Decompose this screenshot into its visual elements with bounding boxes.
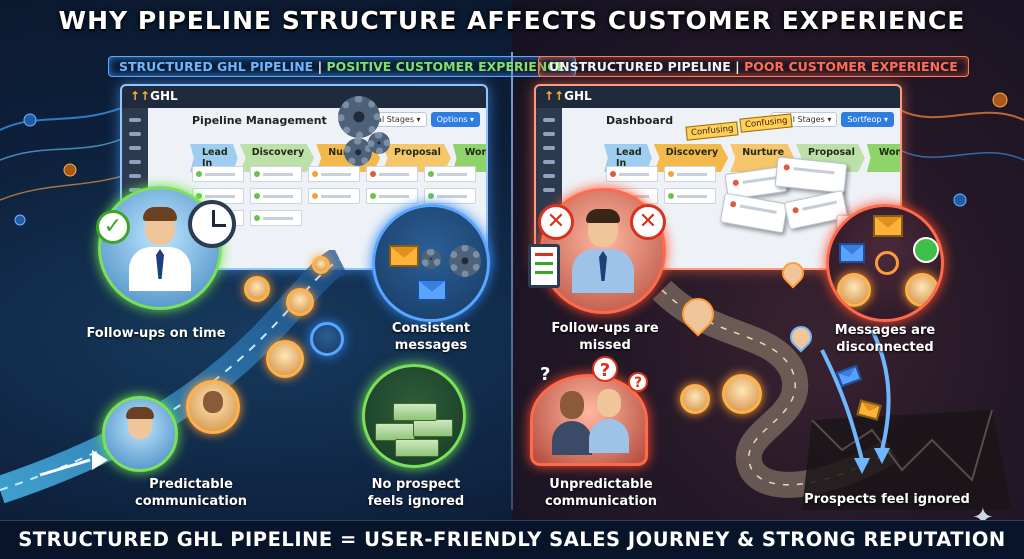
ghl-logo-text: GHL bbox=[150, 89, 178, 103]
customer-avatar bbox=[266, 340, 304, 378]
deal-card[interactable] bbox=[250, 188, 302, 204]
customer-figure bbox=[126, 407, 154, 439]
deal-card[interactable] bbox=[366, 188, 418, 204]
salesman-figure bbox=[129, 207, 191, 291]
consistent-messages-circle bbox=[372, 204, 490, 322]
smooth-road bbox=[0, 250, 348, 504]
x-mark-icon: ✕ bbox=[538, 204, 574, 240]
right-subhead-poor: POOR CUSTOMER EXPERIENCE bbox=[744, 59, 958, 74]
light-streaks-right bbox=[900, 92, 1024, 207]
window-title: Dashboard bbox=[606, 114, 674, 127]
followups-on-time-circle bbox=[98, 186, 222, 310]
gear-icon bbox=[449, 245, 481, 277]
deal-card[interactable] bbox=[664, 188, 716, 204]
deal-card[interactable] bbox=[192, 166, 244, 182]
deal-card[interactable] bbox=[664, 166, 716, 182]
label-followups-on-time: Follow-ups on time bbox=[86, 326, 226, 341]
label-messages-disconnected: Messages are disconnected bbox=[834, 323, 936, 355]
right-subhead-unstructured: UNSTRUCTURED PIPELINE bbox=[549, 59, 731, 74]
deal-card[interactable] bbox=[250, 210, 302, 226]
customer-avatar bbox=[680, 384, 710, 414]
envelope-icon bbox=[389, 245, 419, 267]
gear-icon bbox=[421, 249, 441, 269]
ghl-logo-mark: ↑↑ bbox=[544, 89, 565, 103]
deal-card[interactable] bbox=[424, 188, 476, 204]
window-topbar: ↑↑GHL bbox=[536, 86, 900, 108]
footer-tagline: STRUCTURED GHL PIPELINE = USER-FRIENDLY … bbox=[0, 520, 1024, 559]
window-title: Pipeline Management bbox=[192, 114, 327, 127]
x-mark-icon: ✕ bbox=[630, 204, 666, 240]
window-topbar: ↑↑GHL bbox=[122, 86, 486, 108]
no-prospect-ignored-circle bbox=[362, 364, 466, 468]
question-mark-icon: ? bbox=[592, 356, 618, 382]
deal-card[interactable] bbox=[250, 166, 302, 182]
ghl-logo: ↑↑GHL bbox=[544, 89, 592, 103]
deal-card[interactable] bbox=[606, 166, 658, 182]
sort-dropdown[interactable]: Sortfeop ▾ bbox=[841, 112, 894, 127]
phone-icon bbox=[875, 251, 899, 275]
ghl-logo-mark: ↑↑ bbox=[130, 89, 151, 103]
left-subhead-positive: POSITIVE CUSTOMER EXPERIENCE bbox=[326, 59, 565, 74]
envelope-icon bbox=[839, 243, 865, 263]
broken-road bbox=[652, 280, 1012, 510]
scattered-card[interactable] bbox=[719, 192, 789, 234]
money-stack-icon bbox=[393, 403, 437, 421]
customer-avatar bbox=[837, 273, 871, 307]
page-title: WHY PIPELINE STRUCTURE AFFECTS CUSTOMER … bbox=[58, 6, 966, 35]
envelope-icon bbox=[417, 279, 447, 301]
question-mark-icon: ? bbox=[540, 364, 551, 385]
label-prospects-ignored: Prospects feel ignored bbox=[804, 492, 970, 507]
customer-avatar bbox=[722, 374, 762, 414]
right-subhead: UNSTRUCTURED PIPELINE | POOR CUSTOMER EX… bbox=[538, 56, 969, 77]
clipboard-icon bbox=[528, 244, 560, 288]
customer-avatar bbox=[244, 276, 270, 302]
check-icon: ✓ bbox=[96, 210, 130, 244]
money-stack-icon bbox=[413, 419, 453, 437]
left-subhead-sep: | bbox=[313, 59, 327, 74]
messages-disconnected-circle bbox=[826, 204, 944, 322]
gear-icon bbox=[368, 132, 390, 154]
ghl-logo-text: GHL bbox=[564, 89, 592, 103]
deal-card[interactable] bbox=[308, 166, 360, 182]
customer-avatar bbox=[310, 322, 344, 356]
label-predictable-communication: Predictable communication bbox=[134, 477, 248, 509]
label-no-prospect-ignored: No prospect feels ignored bbox=[367, 477, 465, 509]
stressed-salesman-figure bbox=[572, 209, 634, 293]
label-followups-missed: Follow-ups are missed bbox=[551, 321, 659, 353]
right-subhead-sep: | bbox=[730, 59, 745, 74]
customer-figure bbox=[203, 391, 223, 413]
chat-icon bbox=[913, 237, 939, 263]
left-subhead: STRUCTURED GHL PIPELINE | POSITIVE CUSTO… bbox=[108, 56, 576, 77]
question-mark-icon: ? bbox=[628, 372, 648, 392]
deal-card[interactable] bbox=[424, 166, 476, 182]
label-unpredictable-communication: Unpredictable communication bbox=[544, 477, 658, 509]
center-divider bbox=[511, 52, 513, 510]
confused-woman-figure bbox=[552, 391, 593, 455]
stage-won[interactable]: Won bbox=[866, 144, 900, 172]
unpredictable-communication-circle bbox=[530, 374, 648, 466]
customer-avatar bbox=[905, 273, 939, 307]
deal-card[interactable] bbox=[366, 166, 418, 182]
envelope-icon bbox=[873, 215, 903, 237]
confused-man-figure bbox=[589, 389, 630, 453]
gear-icon bbox=[338, 96, 380, 138]
predictable-communication-circle bbox=[102, 396, 178, 472]
deal-card[interactable] bbox=[308, 188, 360, 204]
options-dropdown[interactable]: Options ▾ bbox=[430, 112, 480, 127]
money-stack-icon bbox=[395, 439, 439, 457]
clock-icon bbox=[188, 200, 236, 248]
customer-avatar bbox=[186, 380, 240, 434]
customer-avatar bbox=[312, 256, 330, 274]
left-subhead-structured: STRUCTURED GHL PIPELINE bbox=[119, 59, 314, 74]
ghl-logo: ↑↑GHL bbox=[130, 89, 178, 103]
label-consistent-messages: Consistent messages bbox=[391, 321, 471, 353]
customer-avatar bbox=[286, 288, 314, 316]
